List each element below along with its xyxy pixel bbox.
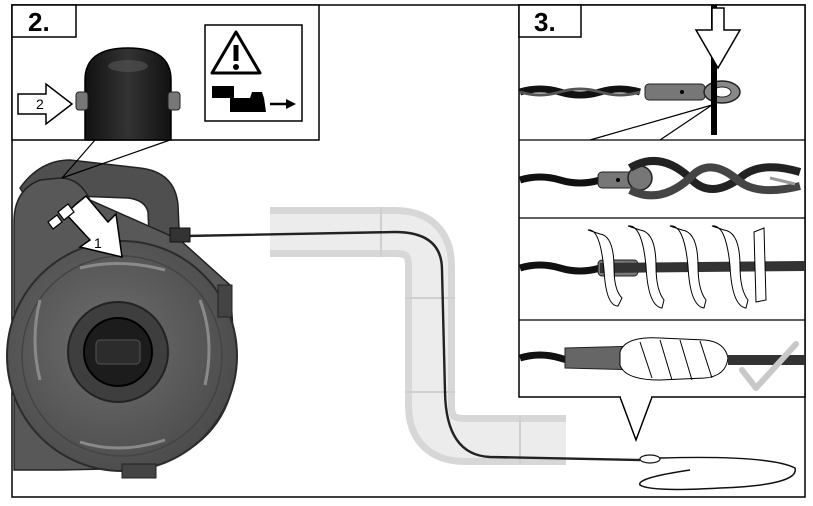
panel-tape-wrap bbox=[518, 225, 806, 309]
step-2-inset: 2. 2 bbox=[11, 4, 320, 179]
fish-tape-cable bbox=[184, 230, 796, 491]
panel-eyelet-insert bbox=[518, 5, 742, 141]
step-2-label: 2. bbox=[28, 7, 50, 37]
arrow-1: 1 bbox=[47, 194, 123, 258]
step-3-inset: 3. bbox=[518, 4, 806, 443]
step-3-label: 3. bbox=[534, 7, 556, 37]
checkmark-icon bbox=[739, 341, 799, 391]
panel-finished-wrap bbox=[518, 337, 805, 391]
panel-twist-wire bbox=[518, 157, 802, 200]
fish-tape-reel-device bbox=[6, 159, 238, 479]
stop-device-icon bbox=[212, 86, 296, 112]
arrow-1-label: 1 bbox=[94, 235, 102, 251]
arrow-2-label: 2 bbox=[36, 96, 44, 112]
warning-triangle-icon bbox=[210, 30, 262, 75]
